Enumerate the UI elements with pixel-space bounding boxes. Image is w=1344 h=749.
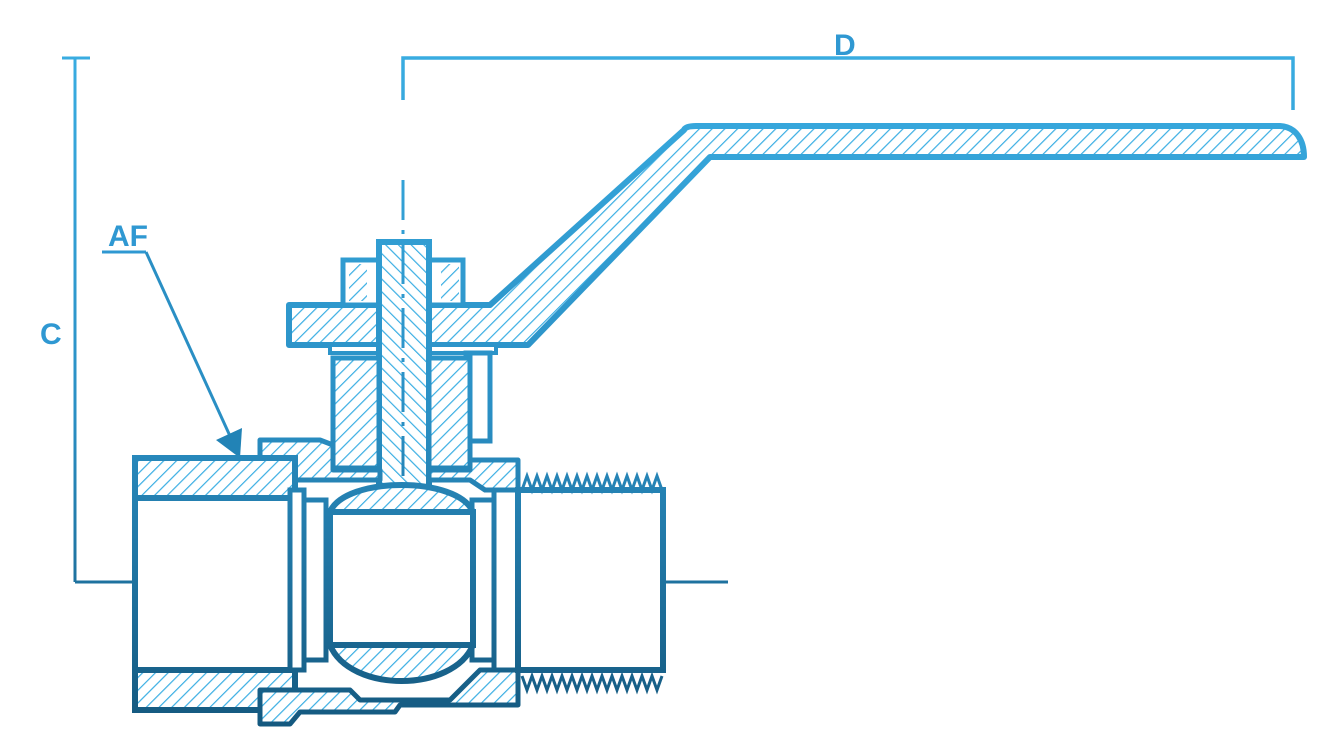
af-leader-arrow xyxy=(102,250,242,458)
seat-rings xyxy=(287,487,521,673)
valve-ball xyxy=(327,482,476,684)
thread-bottom xyxy=(520,671,664,695)
label-d: D xyxy=(834,29,856,62)
right-connector xyxy=(515,471,666,695)
dimension-d xyxy=(401,56,1295,110)
label-c: C xyxy=(40,318,62,351)
bonnet xyxy=(330,355,473,471)
left-connector xyxy=(132,455,298,713)
valve-body-bottom xyxy=(257,667,521,727)
label-af: AF xyxy=(108,220,148,253)
thread-top xyxy=(520,471,664,495)
